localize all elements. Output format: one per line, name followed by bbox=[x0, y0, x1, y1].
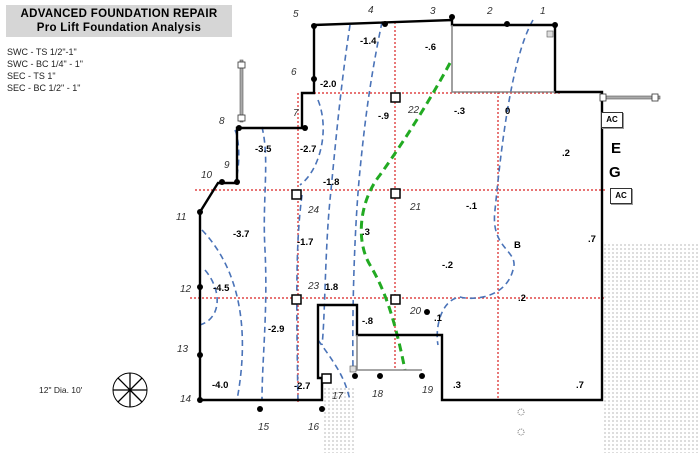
elevation-reading: -.3 bbox=[454, 106, 465, 117]
slider-bar bbox=[239, 59, 244, 123]
corner-number: 14 bbox=[180, 394, 192, 405]
elevation-reading: .7 bbox=[576, 380, 584, 391]
elevation-reading: -1.7 bbox=[297, 237, 313, 248]
tree-label: 12" Dia. 10' bbox=[39, 385, 83, 395]
corner-number: 8 bbox=[219, 116, 225, 127]
elevation-reading: -.8 bbox=[362, 316, 373, 327]
corner-number: 24 bbox=[307, 205, 320, 216]
ac-unit-2: AC bbox=[610, 188, 632, 204]
corner-number: 12 bbox=[180, 284, 192, 295]
legend-line-3: SEC - TS 1" bbox=[7, 71, 56, 81]
grid-lines bbox=[190, 22, 605, 402]
elevation-reading: -3.7 bbox=[233, 229, 249, 240]
elevation-reading: -1.8 bbox=[323, 177, 339, 188]
corner-number: 16 bbox=[308, 422, 320, 433]
corner-number: 13 bbox=[177, 344, 189, 355]
elevation-reading: 1.8 bbox=[325, 282, 338, 293]
corner-number: 9 bbox=[224, 160, 230, 171]
legend-line-4: SEC - BC 1/2" - 1" bbox=[7, 83, 81, 93]
elevation-reading: -2.0 bbox=[320, 79, 336, 90]
report-title: ADVANCED FOUNDATION REPAIR bbox=[20, 8, 218, 20]
title-box: ADVANCED FOUNDATION REPAIR Pro Lift Foun… bbox=[6, 5, 232, 37]
slider-handle bbox=[237, 61, 246, 69]
corner-number: 7 bbox=[293, 108, 299, 119]
contour-lines bbox=[199, 19, 534, 403]
elevation-reading: -.1 bbox=[466, 201, 478, 212]
elevation-reading: -1.4 bbox=[360, 36, 377, 47]
meter-g-label: G bbox=[609, 164, 621, 181]
elevation-reading: -3.5 bbox=[255, 144, 272, 155]
slider-handle bbox=[237, 114, 246, 122]
corner-number: 10 bbox=[201, 170, 213, 181]
elevation-reading: .3 bbox=[453, 380, 461, 391]
marker-circle bbox=[517, 408, 525, 416]
corner-number: 4 bbox=[368, 5, 374, 16]
marker-square bbox=[349, 365, 357, 373]
report-subtitle: Pro Lift Foundation Analysis bbox=[36, 22, 202, 34]
elevation-reading: .2 bbox=[518, 293, 526, 304]
corner-number: 11 bbox=[176, 212, 186, 223]
corner-markers bbox=[197, 14, 558, 412]
marker-square bbox=[546, 30, 554, 38]
leak-line bbox=[359, 62, 452, 371]
corner-number: 15 bbox=[258, 422, 270, 433]
corner-number: 21 bbox=[409, 202, 421, 213]
elevation-reading: -2.9 bbox=[268, 324, 284, 335]
corner-number: 1 bbox=[540, 6, 546, 17]
legend-line-2: SWC - BC 1/4" - 1" bbox=[7, 59, 83, 69]
corner-number: 2 bbox=[486, 6, 493, 17]
slider-handle bbox=[651, 93, 659, 102]
corner-number: 19 bbox=[422, 385, 434, 396]
elevation-reading: .3 bbox=[362, 227, 370, 238]
elevation-reading: B bbox=[514, 240, 521, 251]
ac-unit-1: AC bbox=[601, 112, 623, 128]
elevation-reading: -2.7 bbox=[300, 144, 316, 155]
foundation-walls bbox=[198, 18, 604, 402]
elevation-reading: -.9 bbox=[378, 111, 389, 122]
corner-number: 22 bbox=[407, 105, 420, 116]
elevation-reading: .7 bbox=[588, 234, 596, 245]
slider-handle bbox=[599, 93, 607, 102]
piers bbox=[291, 92, 401, 384]
slider-bar bbox=[601, 95, 661, 100]
elevation-reading: -.6 bbox=[425, 42, 436, 53]
tree-icon bbox=[112, 372, 148, 408]
inner-walls bbox=[356, 25, 555, 371]
corner-number: 20 bbox=[409, 306, 422, 317]
elevation-reading: .2 bbox=[562, 148, 570, 159]
legend-line-1: SWC - TS 1/2"-1" bbox=[7, 47, 77, 57]
corner-number: 5 bbox=[293, 9, 299, 20]
elevation-reading: -4.5 bbox=[213, 283, 230, 294]
corner-number: 17 bbox=[332, 391, 344, 402]
elevation-reading: -2.7 bbox=[294, 381, 310, 392]
elevation-reading: .1 bbox=[434, 313, 443, 324]
meter-e-label: E bbox=[611, 140, 622, 157]
elevation-reading: -4.0 bbox=[212, 380, 228, 391]
corner-number: 23 bbox=[307, 281, 320, 292]
stipple-area-bottom bbox=[323, 387, 355, 453]
marker-circle bbox=[517, 428, 525, 436]
stipple-area-right bbox=[603, 243, 700, 453]
corner-number: 18 bbox=[372, 389, 384, 400]
elevation-reading: 0 bbox=[505, 106, 510, 117]
corner-number: 6 bbox=[291, 67, 297, 78]
corner-number: 3 bbox=[430, 6, 436, 17]
elevation-reading: -.2 bbox=[442, 260, 453, 271]
